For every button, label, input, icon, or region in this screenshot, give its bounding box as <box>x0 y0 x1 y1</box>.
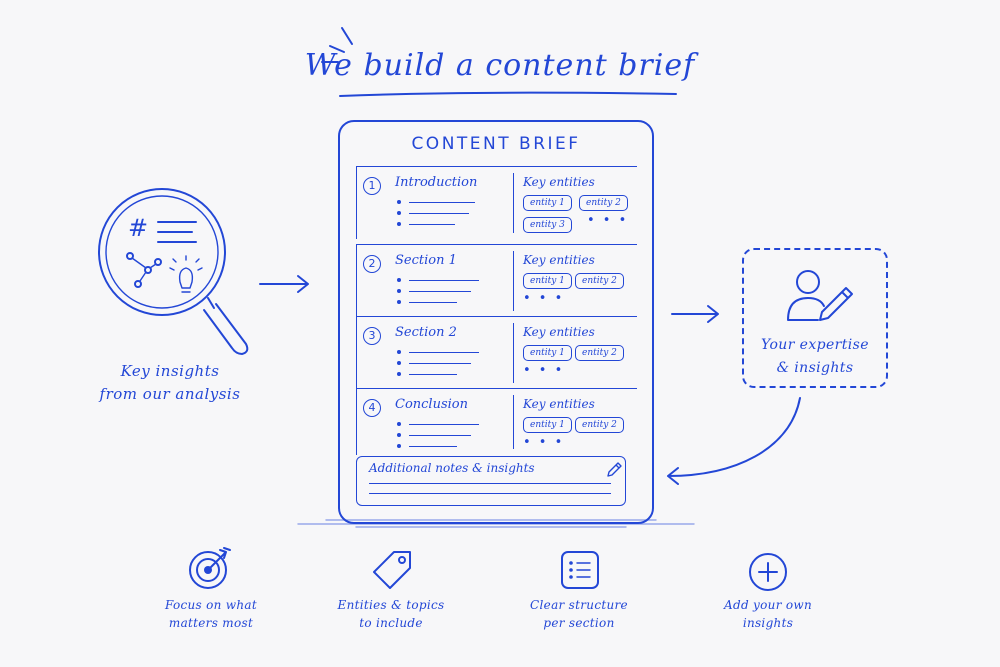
placeholder-line <box>409 224 455 225</box>
expertise-caption: Your expertise & insights <box>744 334 886 380</box>
feature-line-1: Add your own <box>724 598 812 612</box>
notes-box[interactable]: Additional notes & insights <box>356 456 626 506</box>
plus-circle-icon <box>749 553 787 591</box>
bullet <box>397 422 401 426</box>
brief-section-3: 3 Section 2 Key entities entity 1 entity… <box>356 316 637 389</box>
notes-label: Additional notes & insights <box>369 461 535 475</box>
feature-line-1: Entities & topics <box>337 598 445 612</box>
section-title: Introduction <box>395 175 478 190</box>
feature-structure: Clear structure per section <box>494 596 664 632</box>
bullet <box>397 222 401 226</box>
brief-section-2: 2 Section 1 Key entities entity 1 entity… <box>356 244 637 317</box>
entity-chip: entity 2 <box>575 273 624 289</box>
placeholder-line <box>409 352 479 353</box>
key-entities-label: Key entities <box>523 175 595 189</box>
more-dots: • • • <box>523 435 565 450</box>
feature-line-2: per section <box>543 616 615 630</box>
section-number: 2 <box>363 255 381 273</box>
arrow-to-expertise <box>671 305 719 323</box>
expertise-line-1: Your expertise <box>761 337 869 353</box>
placeholder-line <box>409 280 479 281</box>
expertise-line-2: & insights <box>776 360 854 376</box>
section-title: Section 2 <box>395 325 457 340</box>
entity-chip: entity 1 <box>523 273 572 289</box>
content-brief-document: CONTENT BRIEF 1 Introduction Key entitie… <box>338 120 654 524</box>
page-title: We build a content brief <box>304 48 696 83</box>
section-divider <box>513 173 514 233</box>
more-dots: • • • <box>523 291 565 306</box>
section-divider <box>513 323 514 383</box>
target-icon <box>189 547 231 589</box>
feature-line-1: Clear structure <box>530 598 628 612</box>
key-entities-label: Key entities <box>523 397 595 411</box>
bullet <box>397 433 401 437</box>
bullet <box>397 350 401 354</box>
key-entities-label: Key entities <box>523 253 595 267</box>
list-icon <box>561 551 599 589</box>
brief-title: CONTENT BRIEF <box>411 134 581 154</box>
placeholder-line <box>369 483 611 484</box>
placeholder-line <box>409 424 479 425</box>
bullet <box>397 211 401 215</box>
arrow-to-brief <box>259 275 309 293</box>
entity-chip: entity 1 <box>523 195 572 211</box>
feature-line-1: Focus on what <box>165 598 257 612</box>
placeholder-line <box>409 291 471 292</box>
pencil-icon[interactable] <box>605 461 623 479</box>
section-number: 4 <box>363 399 381 417</box>
bullet <box>397 444 401 448</box>
feature-entities: Entities & topics to include <box>306 596 476 632</box>
entity-chip: entity 3 <box>523 217 572 233</box>
section-divider <box>513 395 514 449</box>
brief-section-4: 4 Conclusion Key entities entity 1 entit… <box>356 388 637 455</box>
bullet <box>397 289 401 293</box>
feature-line-2: insights <box>742 616 794 630</box>
placeholder-line <box>409 374 457 375</box>
placeholder-line <box>409 446 457 447</box>
placeholder-line <box>409 202 475 203</box>
section-number: 1 <box>363 177 381 195</box>
entity-chip: entity 2 <box>575 345 624 361</box>
bullet <box>397 372 401 376</box>
entity-chip: entity 1 <box>523 345 572 361</box>
tag-icon <box>373 551 411 589</box>
placeholder-line <box>409 213 469 214</box>
svg-text:#: # <box>128 214 148 242</box>
insights-line-1: Key insights <box>120 362 220 380</box>
bullet <box>397 300 401 304</box>
entity-chip: entity 2 <box>575 417 624 433</box>
brief-section-1: 1 Introduction Key entities entity 1 ent… <box>356 166 637 239</box>
feature-focus: Focus on what matters most <box>126 596 296 632</box>
expertise-box: Your expertise & insights <box>742 248 888 388</box>
feature-line-2: matters most <box>168 616 254 630</box>
bullet <box>397 278 401 282</box>
bullet <box>397 361 401 365</box>
magnifier-icon: # <box>98 188 249 355</box>
more-dots: • • • <box>587 213 629 228</box>
title-decoration <box>321 27 677 97</box>
placeholder-line <box>409 363 471 364</box>
section-title: Conclusion <box>395 397 468 412</box>
bullet <box>397 200 401 204</box>
section-number: 3 <box>363 327 381 345</box>
entity-chip: entity 1 <box>523 417 572 433</box>
user-pencil-icon <box>787 270 853 321</box>
section-title: Section 1 <box>395 253 457 268</box>
document-shadow <box>297 519 695 528</box>
entity-chip: entity 2 <box>579 195 628 211</box>
placeholder-line <box>409 435 471 436</box>
section-divider <box>513 251 514 311</box>
placeholder-line <box>369 493 611 494</box>
feature-line-2: to include <box>359 616 423 630</box>
insights-line-2: from our analysis <box>99 385 241 403</box>
insights-caption: Key insights from our analysis <box>80 360 260 406</box>
placeholder-line <box>409 302 457 303</box>
arrow-back-to-notes <box>667 397 801 485</box>
key-entities-label: Key entities <box>523 325 595 339</box>
more-dots: • • • <box>523 363 565 378</box>
feature-add-insights: Add your own insights <box>683 596 853 632</box>
